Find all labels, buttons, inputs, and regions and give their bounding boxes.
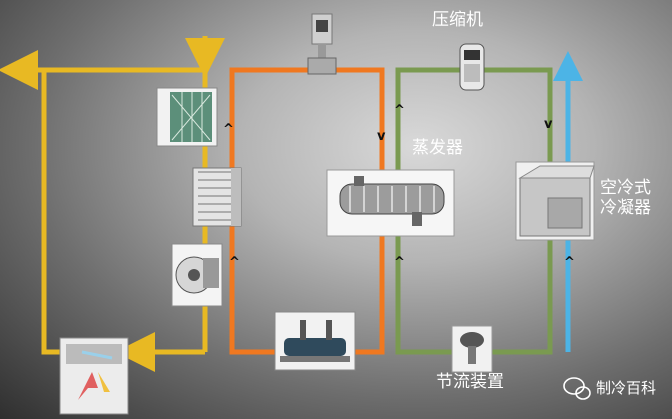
compressor-icon [459,43,485,91]
throttle-label: 节流装置 [436,372,504,392]
flow-up-marker: ^ [564,255,575,270]
wechat-icon [563,377,591,400]
air-loop-outer [41,67,205,355]
flow-up-marker: ^ [223,122,234,137]
evaporator-label: 蒸发器 [412,138,463,158]
valve-actuator-icon [307,13,337,75]
expansion-valve-icon [451,325,493,373]
flow-down-marker: v [544,117,553,132]
brand-label: 制冷百科 [596,379,657,397]
filter-icon [156,87,218,147]
compressor-label: 压缩机 [432,10,483,30]
flow-up-marker: ^ [394,103,405,118]
fan-icon [171,243,223,307]
air-handler-icon [59,337,129,415]
coil-icon [192,167,242,227]
condenser-label-line2: 冷凝器 [600,198,651,218]
pump-icon [274,311,356,371]
evaporator-icon [326,169,455,237]
condenser-icon [515,161,595,241]
flow-up-marker: ^ [394,255,405,270]
condenser-label-line1: 空冷式 [600,178,651,198]
flow-up-marker: ^ [229,255,240,270]
flow-down-marker: v [377,129,386,144]
